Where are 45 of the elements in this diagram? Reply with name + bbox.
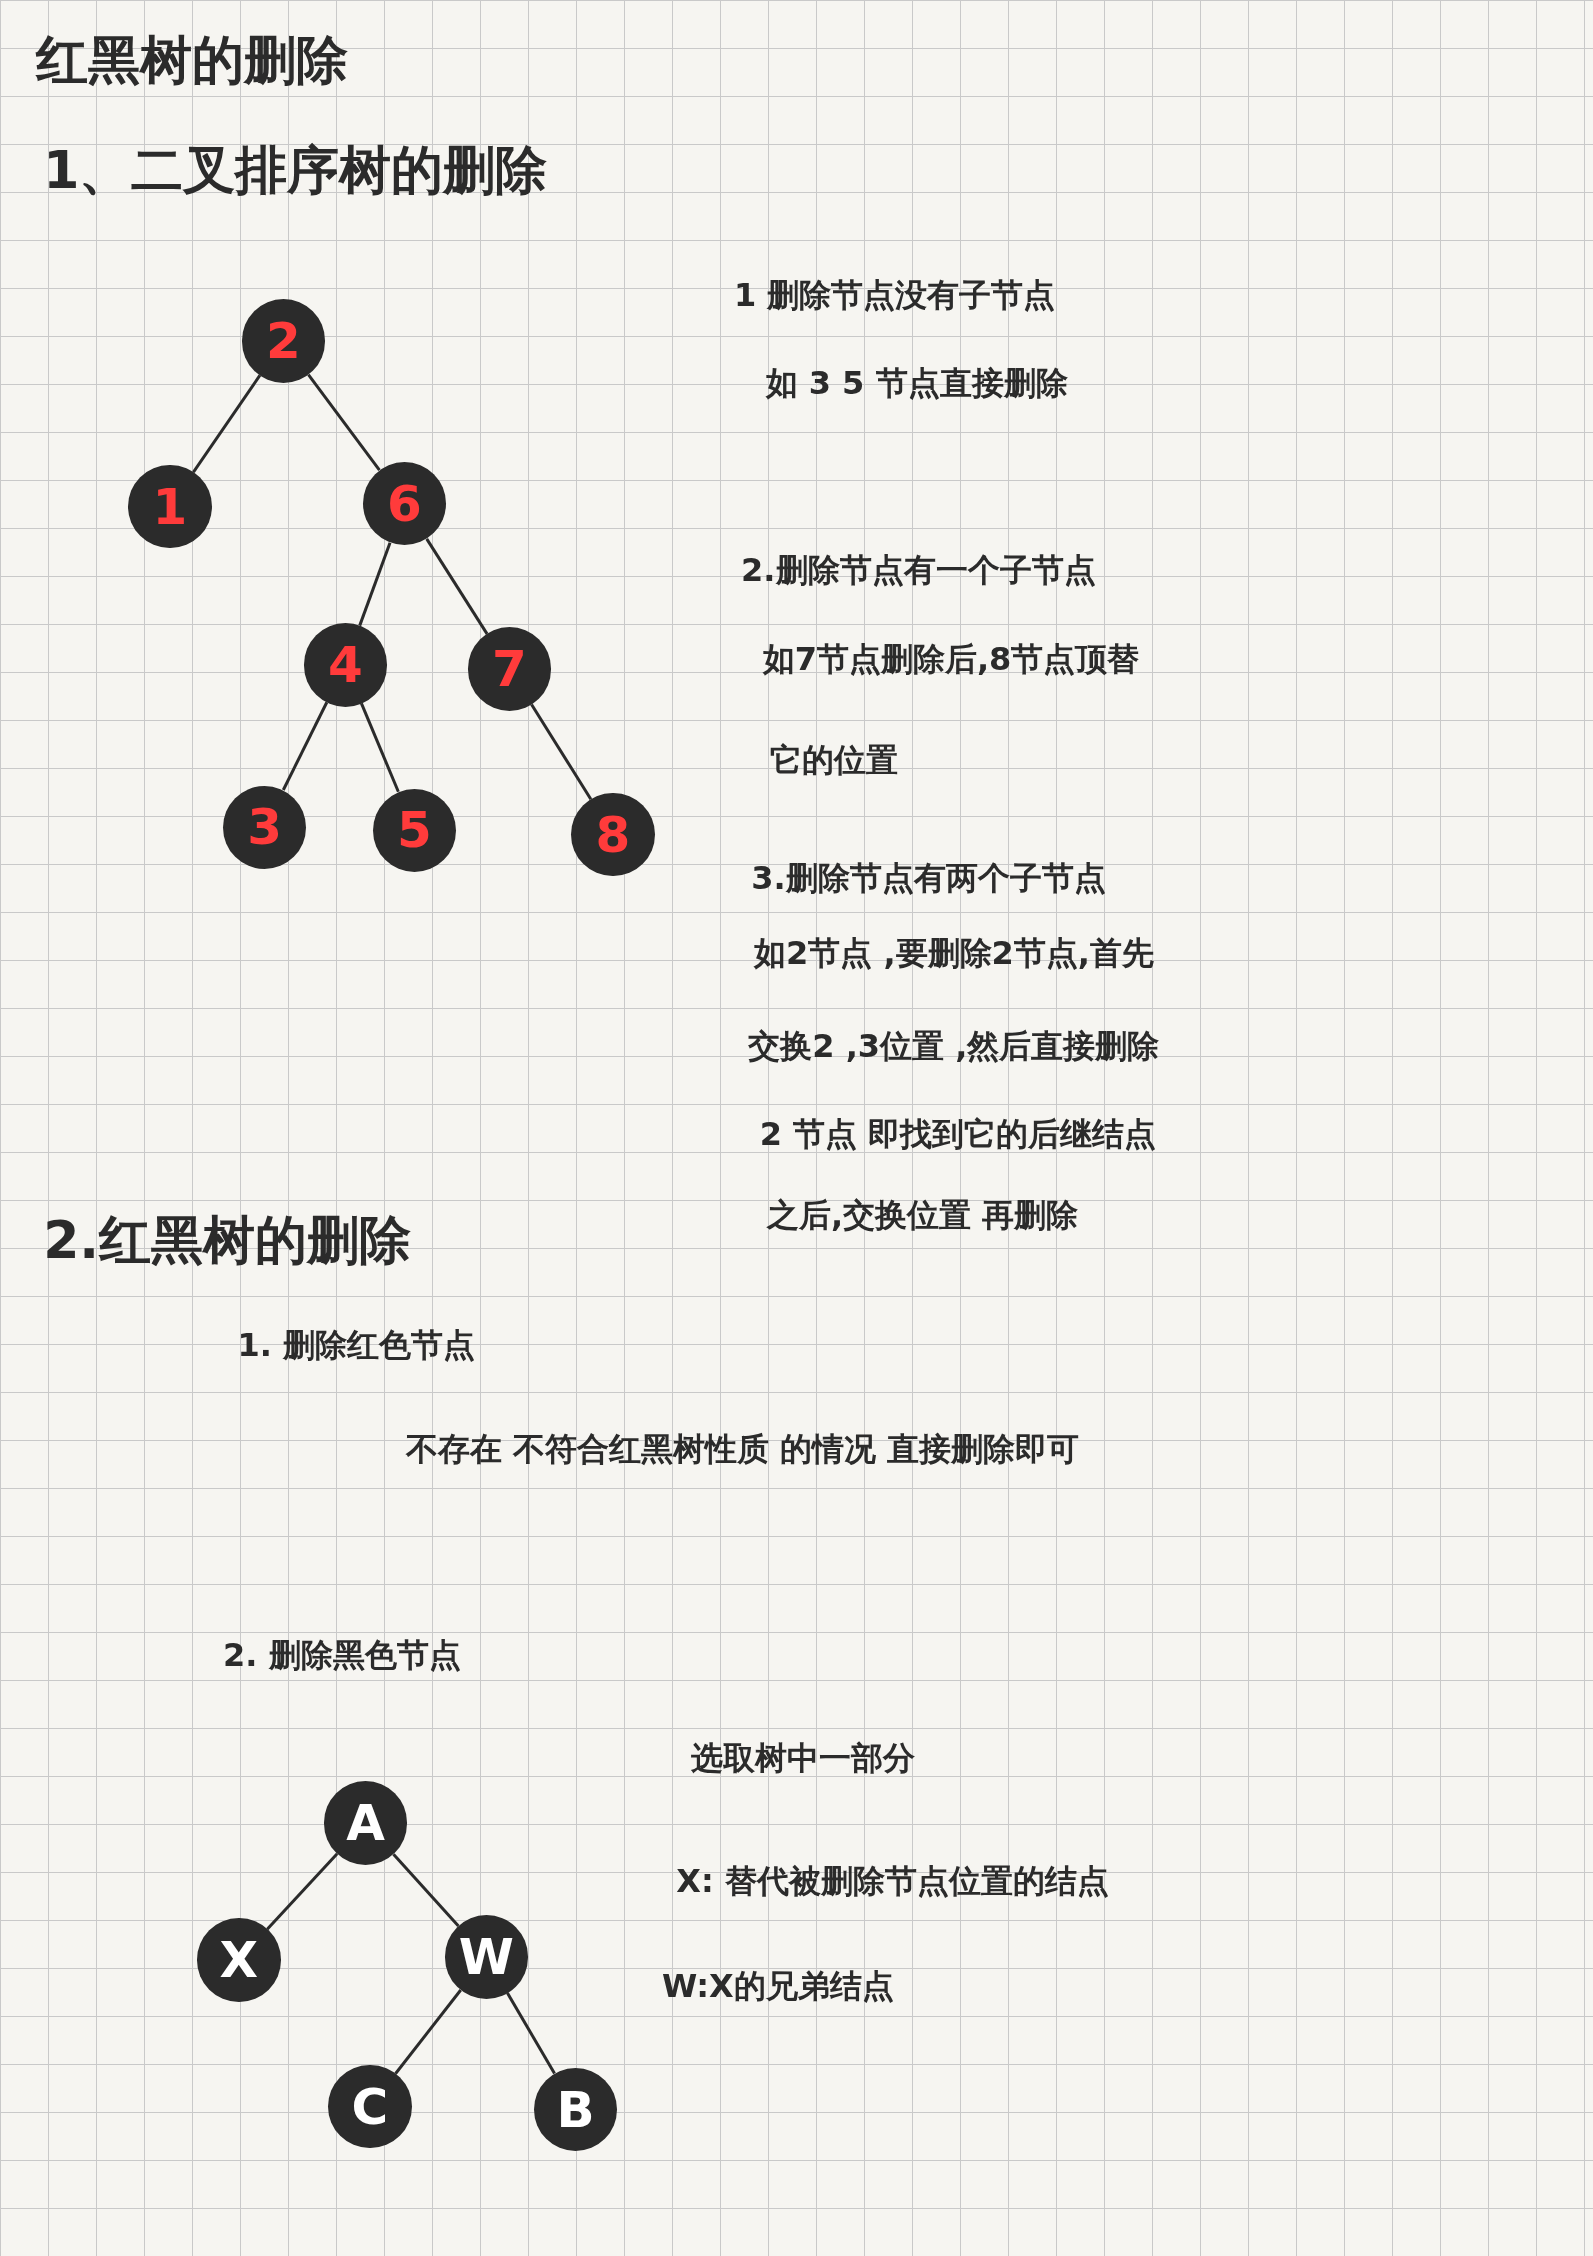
- note-text: 如 3 5 节点直接删除: [765, 363, 1068, 402]
- note-text: 交换2 ,3位置 ,然后直接删除: [748, 1026, 1160, 1066]
- note-text: 如7节点删除后,8节点顶替: [762, 639, 1140, 679]
- node-label: 8: [595, 805, 631, 864]
- tree-edge: [281, 701, 329, 791]
- node-label: 5: [397, 801, 432, 860]
- tree-edge: [392, 1853, 460, 1928]
- note-text: 2. 删除黑色节点: [223, 1635, 461, 1675]
- tree-edge: [360, 702, 400, 793]
- tree-edge: [358, 542, 392, 627]
- tree-edge: [266, 1852, 339, 1931]
- note-text: W:X的兄弟结点: [661, 1966, 894, 2005]
- note-text: 不存在 不符合红黑树性质 的情况 直接删除即可: [405, 1429, 1080, 1469]
- node-label: A: [346, 1794, 385, 1853]
- node-label: 2: [266, 312, 301, 370]
- node-label: 1: [152, 477, 188, 536]
- note-text: 2 节点 即找到它的后继结点: [759, 1114, 1157, 1154]
- node-label: 7: [492, 640, 527, 699]
- node-label: B: [556, 2080, 595, 2139]
- section-heading: 1、二叉排序树的删除: [43, 138, 548, 201]
- tree-edge: [394, 1989, 462, 2075]
- node-label: 3: [247, 798, 283, 857]
- node-label: C: [351, 2077, 389, 2136]
- note-text: 选取树中一部分: [690, 1739, 915, 1778]
- note-text: 3.删除节点有两个子节点: [751, 858, 1106, 897]
- node-label: X: [219, 1930, 259, 1989]
- tree-edge: [307, 373, 381, 472]
- note-text: 2.删除节点有一个子节点: [741, 550, 1096, 590]
- tree-edge: [425, 538, 489, 635]
- note-text: 1. 删除红色节点: [237, 1326, 475, 1365]
- node-label: 4: [327, 635, 363, 694]
- section-heading: 2.红黑树的删除: [43, 1209, 412, 1272]
- tree-edge: [506, 1992, 556, 2075]
- node-label: 6: [386, 474, 422, 533]
- tree-node-circle: [303, 623, 388, 707]
- page-title: 红黑树的删除: [35, 29, 348, 92]
- note-text: 它的位置: [769, 740, 898, 779]
- note-text: 1 删除节点没有子节点: [733, 275, 1056, 315]
- tree-edge: [192, 374, 262, 473]
- tree-edge: [530, 703, 593, 801]
- note-text: X: 替代被删除节点位置的结点: [676, 1861, 1109, 1900]
- tree-node-circle: [444, 1915, 529, 1999]
- note-text: 如2节点 ,要删除2节点,首先: [754, 933, 1154, 972]
- node-label: W: [458, 1928, 514, 1986]
- note-text: 之后,交换位置 再删除: [767, 1195, 1079, 1234]
